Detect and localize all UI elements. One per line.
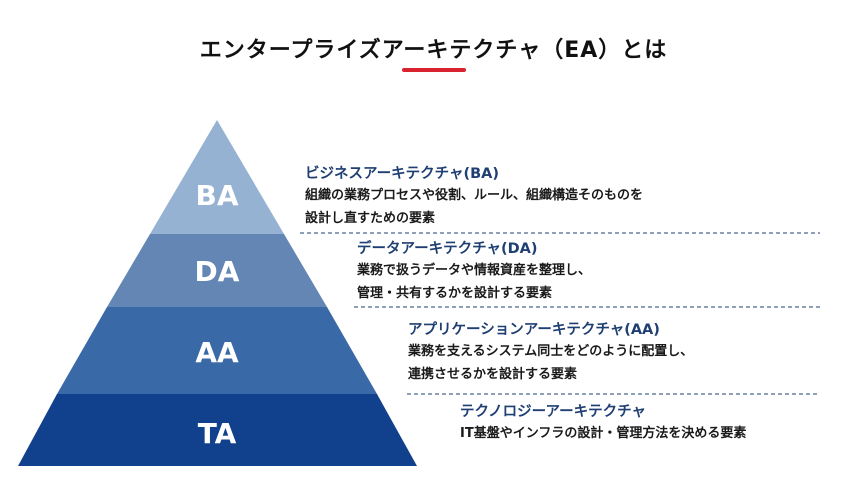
description-da-heading: データアーキテクチャ(DA) — [357, 241, 538, 257]
pyramid-layer-aa — [57, 307, 377, 394]
description-da-line-2: 管理・共有するかを設計する要素 — [357, 286, 553, 301]
description-aa-line-2: 連携させるかを設計する要素 — [408, 367, 578, 382]
description-aa-heading: アプリケーションアーキテクチャ(AA) — [408, 322, 660, 338]
pyramid-layer-da — [107, 234, 327, 307]
layer-label-da: DA — [195, 255, 240, 288]
description-da: データアーキテクチャ(DA) 業務で扱うデータや情報資産を整理し、 管理・共有す… — [357, 239, 591, 305]
pyramid-layer-ta — [18, 394, 417, 466]
description-ta-line-1: IT基盤やインフラの設計・管理方法を決める要素 — [460, 426, 747, 441]
description-ba-line-1: 組織の業務プロセスや役割、ルール、組織構造そのものを — [305, 188, 644, 203]
page-title: エンタープライズアーキテクチャ（EA）とは — [199, 38, 668, 63]
description-ta-heading: テクノロジーアーキテクチャ — [460, 404, 647, 420]
layer-label-ba: BA — [195, 179, 238, 212]
description-aa: アプリケーションアーキテクチャ(AA) 業務を支えるシステム同士をどのように配置… — [408, 320, 693, 386]
title-accent-underline — [402, 68, 466, 72]
description-ba-line-2: 設計し直すための要素 — [305, 211, 436, 226]
pyramid-layer-ba — [150, 120, 284, 234]
description-aa-line-1: 業務を支えるシステム同士をどのように配置し、 — [408, 344, 694, 359]
layer-label-aa: AA — [195, 336, 239, 369]
layer-label-ta: TA — [198, 417, 237, 450]
description-ta: テクノロジーアーキテクチャ IT基盤やインフラの設計・管理方法を決める要素 — [460, 402, 746, 445]
description-da-line-1: 業務で扱うデータや情報資産を整理し、 — [357, 263, 592, 278]
description-ba: ビジネスアーキテクチャ(BA) 組織の業務プロセスや役割、ルール、組織構造そのも… — [305, 164, 643, 230]
description-ba-heading: ビジネスアーキテクチャ(BA) — [305, 166, 500, 182]
